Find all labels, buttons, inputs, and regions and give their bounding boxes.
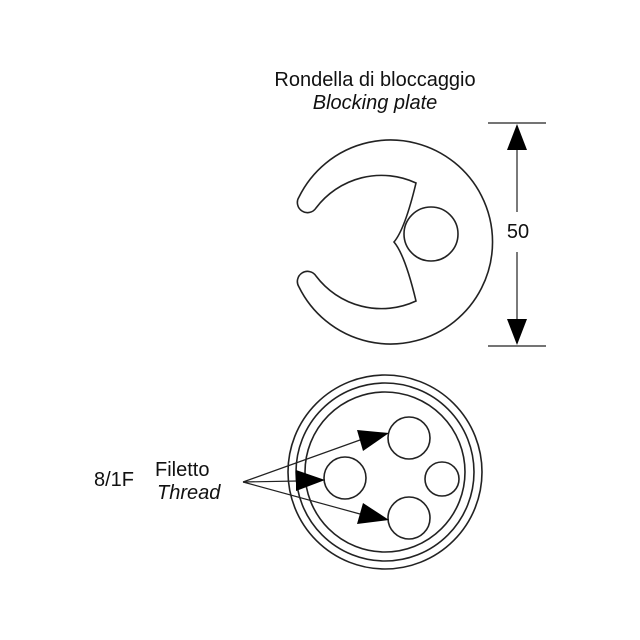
thread-label-italian: Filetto — [155, 459, 209, 481]
thread-hole-left — [323, 456, 367, 500]
leader-line-middle — [242, 480, 299, 483]
blocking-plate: Rondella di bloccaggio Blocking plate — [274, 69, 494, 345]
leader-line-top — [242, 439, 361, 483]
cap-outer-ring — [287, 374, 483, 570]
thread-hole-top — [387, 416, 431, 460]
arrow-top-icon — [357, 430, 389, 451]
dimension-50: 50 — [488, 122, 546, 347]
threaded-cap — [287, 374, 483, 570]
plate-label-italian: Rondella di bloccaggio — [274, 69, 475, 91]
small-hole-right — [424, 461, 460, 497]
plate-outline — [296, 139, 494, 345]
cap-face — [304, 391, 466, 553]
thread-label-english: Thread — [157, 482, 221, 504]
dimension-value: 50 — [507, 221, 529, 243]
plate-hole — [403, 206, 459, 262]
thread-callout: 8/1F Filetto Thread — [94, 430, 389, 524]
plate-label-english: Blocking plate — [313, 92, 438, 114]
thread-hole-bottom — [387, 496, 431, 540]
arrow-bottom-icon — [357, 503, 389, 524]
thread-size: 8/1F — [94, 469, 134, 491]
leader-line-bottom — [242, 481, 361, 515]
arrow-up-icon — [507, 124, 527, 150]
arrow-down-icon — [507, 319, 527, 345]
arrow-middle-icon — [296, 470, 325, 491]
cap-inner-ring — [295, 382, 475, 562]
